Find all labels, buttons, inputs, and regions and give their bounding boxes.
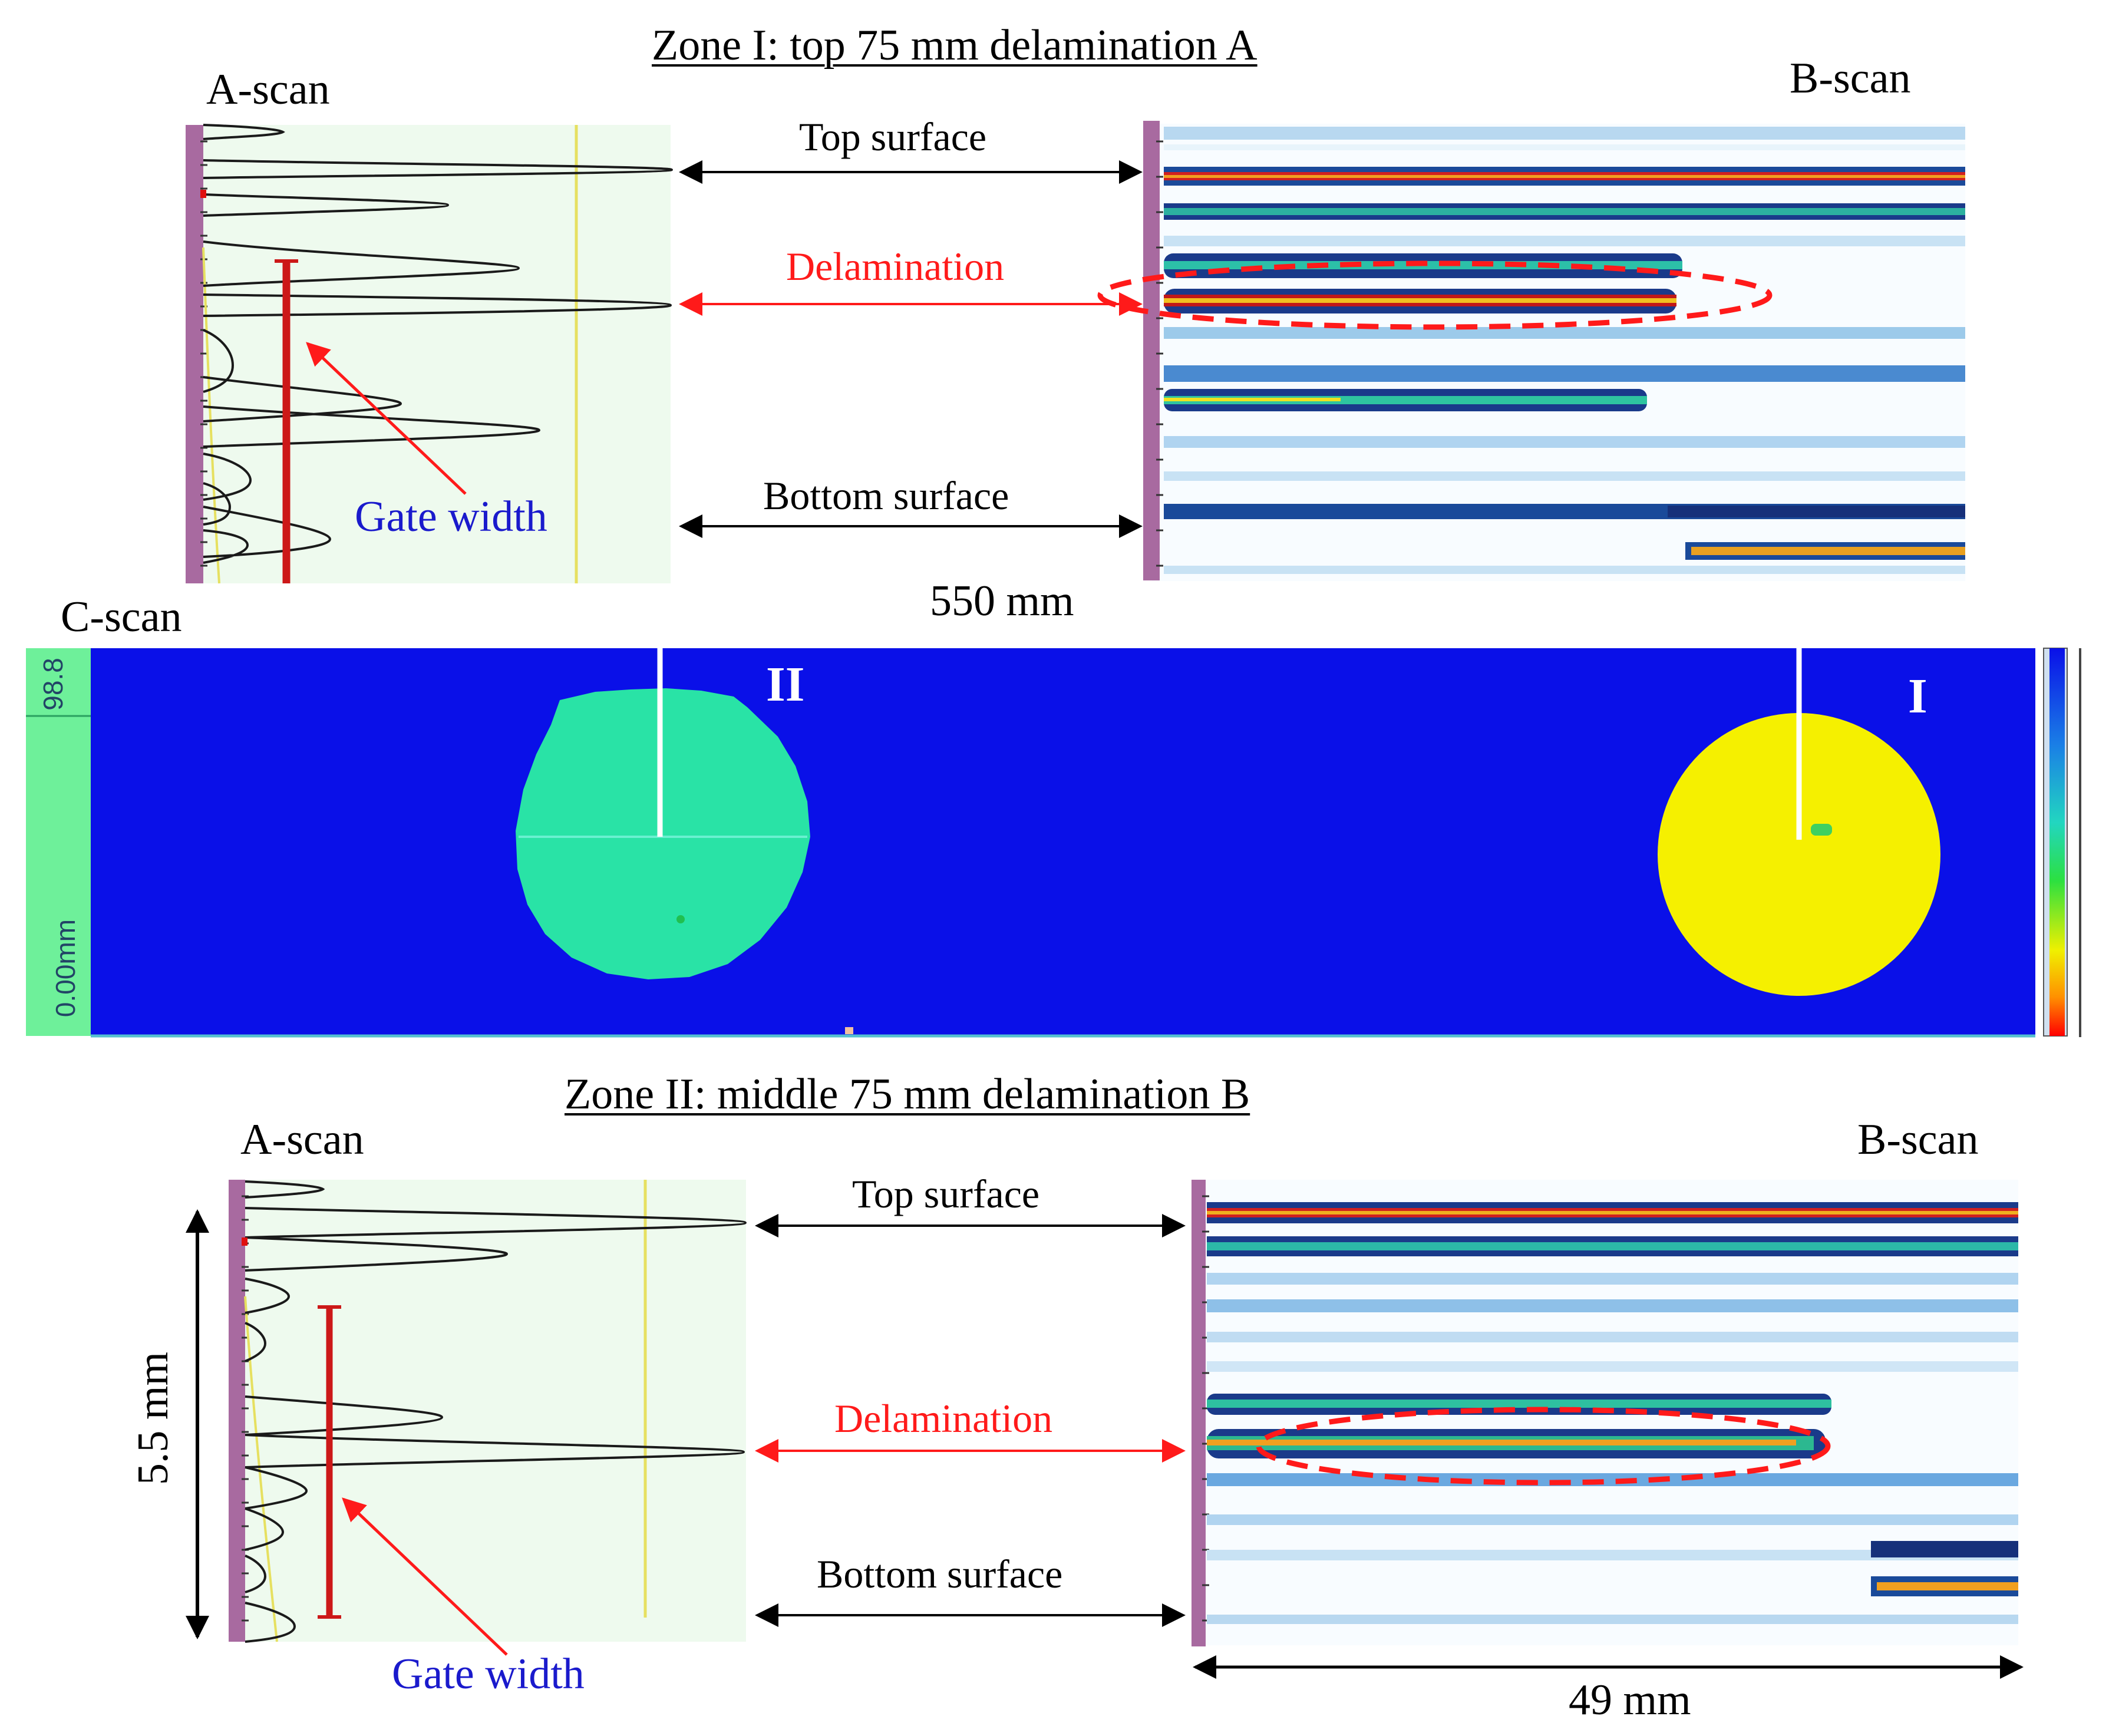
zone2-top-surface-label: Top surface (852, 1171, 1040, 1216)
zone1-gate-width-arrow (306, 342, 467, 495)
zone2-title: Zone II: middle 75 mm delamination B (565, 1070, 1250, 1118)
zone2-bscan-label: B-scan (1857, 1115, 1979, 1164)
zone2-thickness-box: 5.5 mm (129, 1338, 183, 1503)
zone1-bottom-surface-label: Bottom surface (763, 473, 1009, 518)
zone1-ascan-label: A-scan (206, 65, 330, 114)
zone2-gate-width-label: Gate width (392, 1650, 585, 1698)
zone2-bottom-surface-label: Bottom surface (817, 1552, 1063, 1596)
zone1-delamination-label: Delamination (786, 244, 1005, 289)
zone1-gate-width-label: Gate width (355, 493, 547, 541)
zone2-thickness-label: 5.5 mm (129, 1351, 177, 1486)
zone2-ascan-panel (229, 1180, 747, 1643)
cscan-zone2-marker: II (766, 657, 805, 712)
cscan-zone1-delamination (1658, 713, 1940, 996)
cscan-panel (26, 642, 2081, 1038)
cscan-scale-top: 98.8 (37, 658, 68, 711)
cscan-length-label: 550 mm (930, 577, 1074, 625)
zone1-top-surface-label: Top surface (799, 114, 987, 159)
zone2-gate-width-arrow (342, 1497, 508, 1656)
zone1-title: Zone I: top 75 mm delamination A (652, 21, 1258, 70)
zone1-bscan-label: B-scan (1790, 54, 1911, 103)
zone2-width-label: 49 mm (1569, 1676, 1691, 1724)
zone1-ascan-panel (186, 124, 674, 584)
cscan-zone1-marker: I (1908, 669, 1928, 724)
cscan-color-scale (2049, 648, 2065, 1036)
cscan-zone2-delamination (516, 688, 810, 979)
zone2-delamination-label: Delamination (834, 1396, 1053, 1441)
zone2-ascan-label: A-scan (240, 1115, 364, 1164)
zone2-bscan-panel (1192, 1180, 2018, 1646)
zone1-bscan-panel (1097, 121, 1965, 581)
cscan-scale-top-box: 98.8 (35, 654, 82, 719)
cscan-scale-bottom: 0.00mm (50, 919, 81, 1018)
cscan-label: C-scan (61, 593, 182, 641)
